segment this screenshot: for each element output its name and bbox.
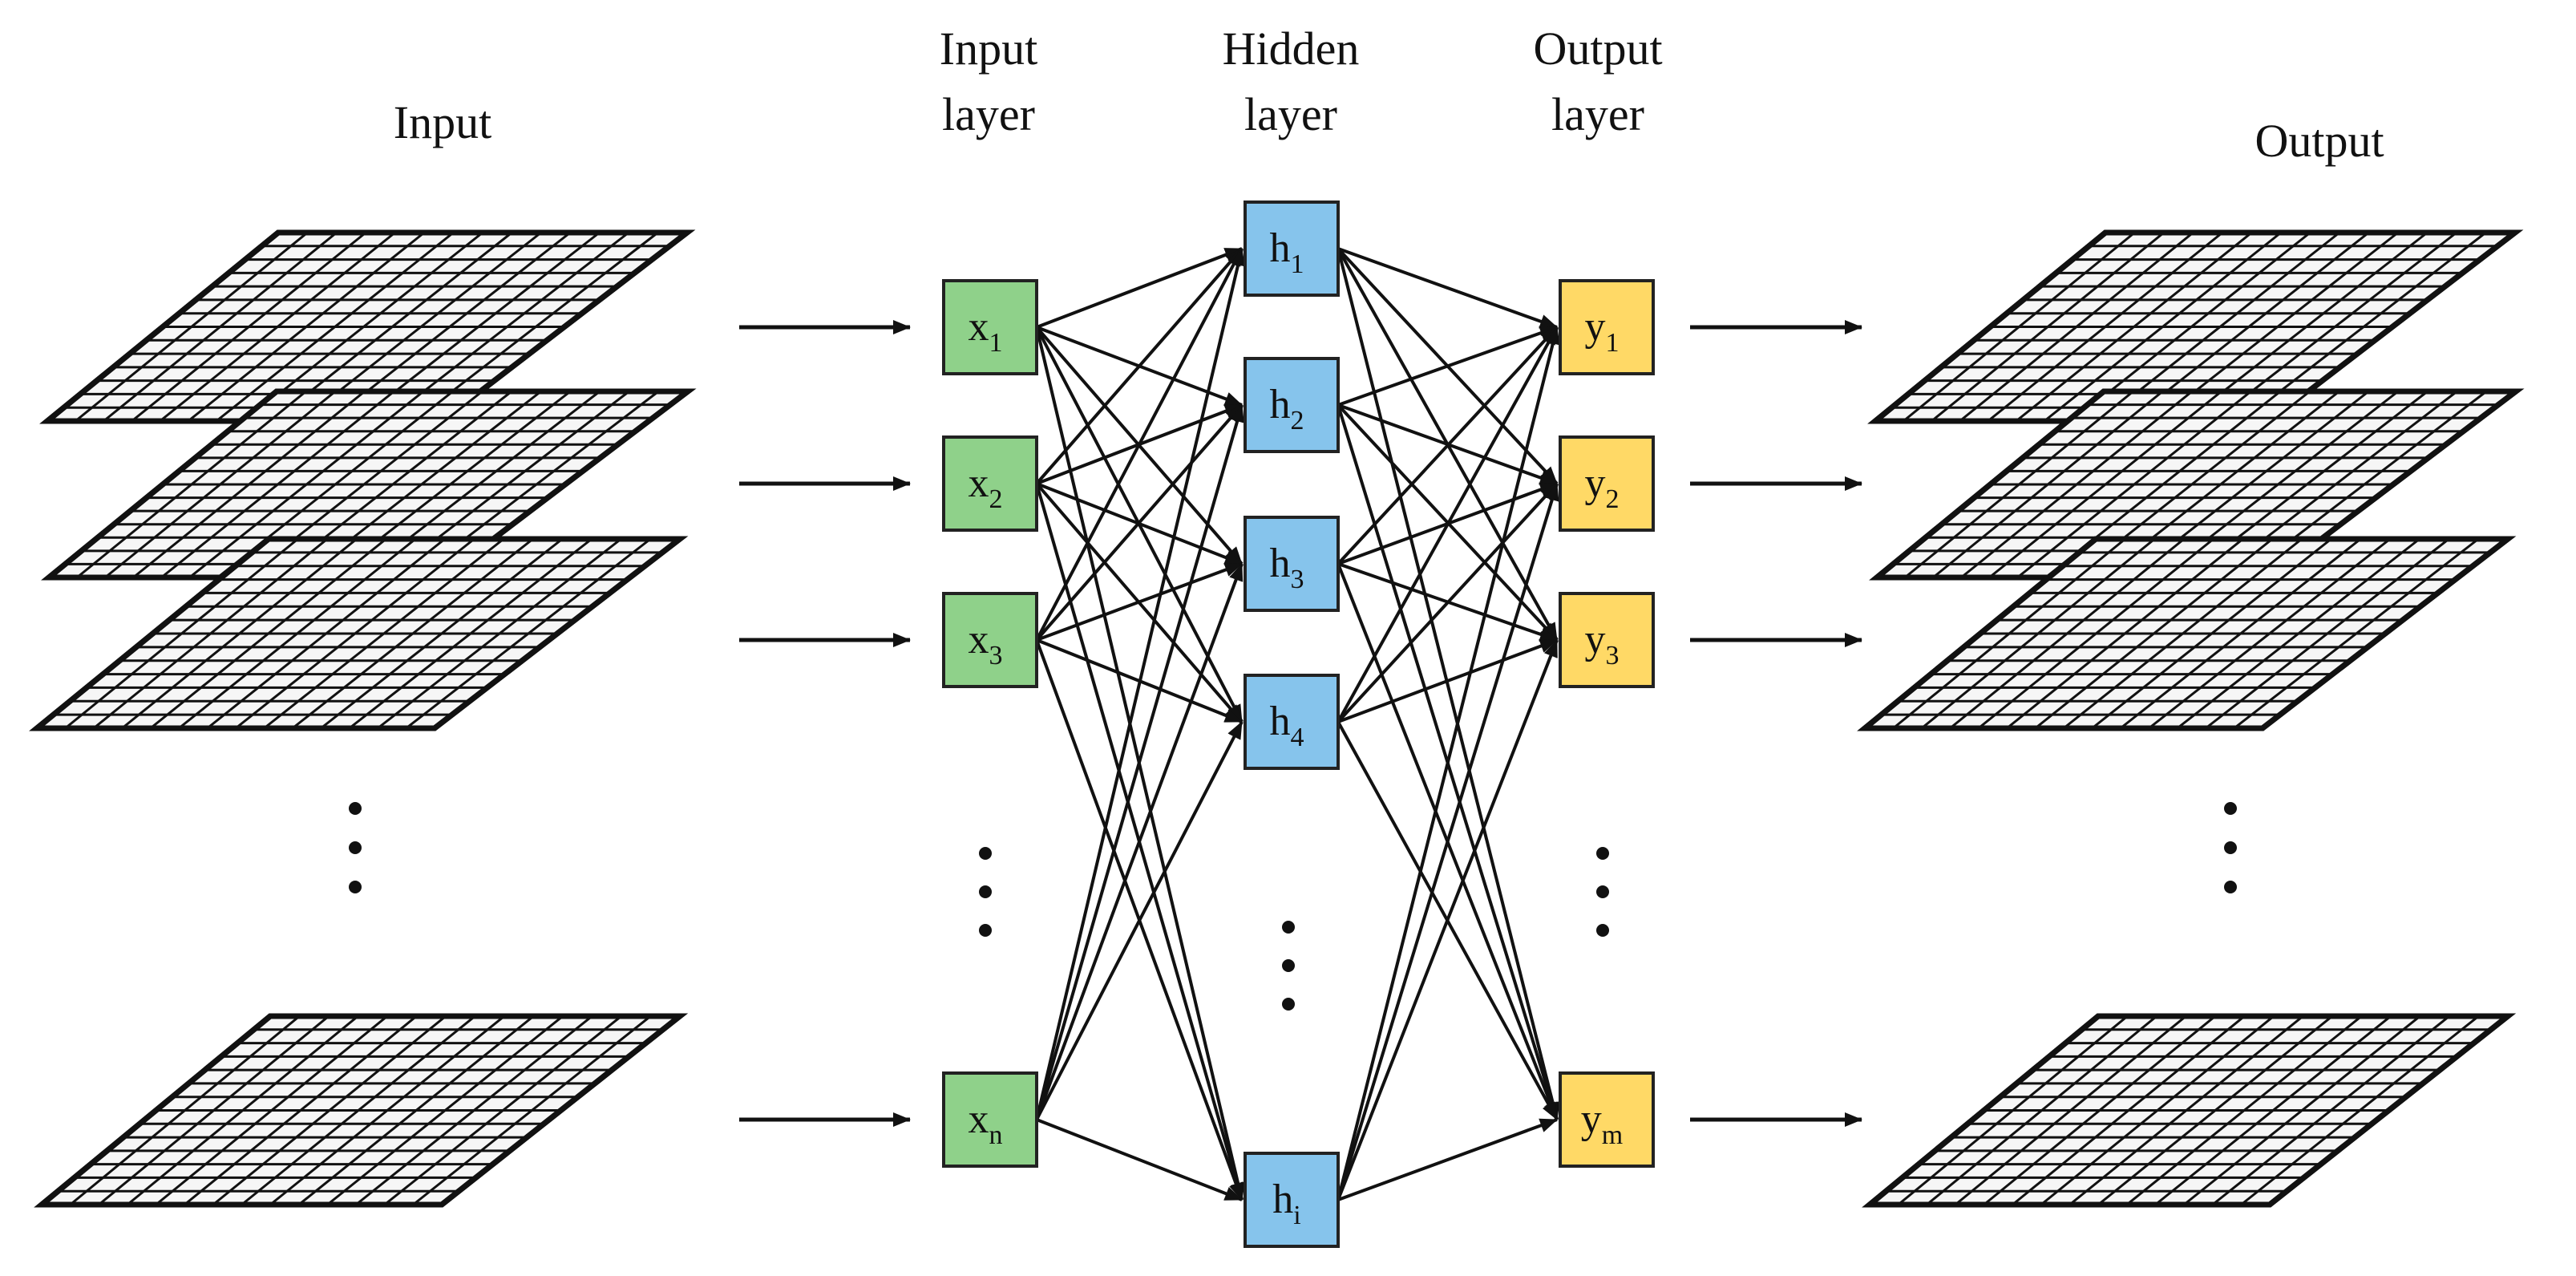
output-node-y2: y2 xyxy=(1559,435,1655,532)
svg-text:ym: ym xyxy=(1581,1096,1623,1150)
svg-text:y3: y3 xyxy=(1585,617,1620,670)
svg-text:h2: h2 xyxy=(1270,382,1304,435)
input-grid-stack xyxy=(29,229,697,1208)
svg-text:y2: y2 xyxy=(1585,460,1620,514)
hidden-layer-title-line2: layer xyxy=(1244,88,1337,140)
hidden-output-connection xyxy=(1337,248,1560,1120)
hidden-output-connection xyxy=(1337,1118,1558,1201)
input-layer-ellipsis xyxy=(979,847,992,937)
svg-text:x3: x3 xyxy=(969,617,1003,670)
output-node-ym: ym xyxy=(1559,1071,1655,1168)
input-stack-ellipsis xyxy=(349,802,362,893)
output-layer-ellipsis xyxy=(1596,847,1609,937)
svg-text:h4: h4 xyxy=(1270,699,1304,752)
input-hidden-connection xyxy=(1035,721,1244,1120)
network-connections xyxy=(1035,247,1560,1201)
input-hidden-connection xyxy=(1035,403,1244,642)
svg-text:x2: x2 xyxy=(969,460,1003,514)
network-nodes: x1 x2 x3 xn h1 h2 h3 h4 hi y1 y2 y3 ym xyxy=(942,201,1655,1248)
input-hidden-connection xyxy=(1035,248,1245,1120)
input-hidden-connection xyxy=(1035,248,1244,641)
hidden-output-connection xyxy=(1337,247,1558,329)
hidden-layer-title-line1: Hidden xyxy=(1223,22,1360,75)
hidden-output-connection xyxy=(1337,638,1558,723)
hidden-output-connection xyxy=(1337,326,1558,407)
hidden-layer-ellipsis xyxy=(1282,921,1295,1011)
input-hidden-connection xyxy=(1035,247,1244,485)
input-hidden-connection xyxy=(1036,562,1243,642)
svg-text:y1: y1 xyxy=(1585,304,1620,358)
input-title: Input xyxy=(394,96,491,148)
output-title: Output xyxy=(2255,115,2384,167)
hidden-node-h3: h3 xyxy=(1244,516,1340,612)
hidden-output-connection xyxy=(1337,639,1559,1201)
input-node-x2: x2 xyxy=(942,435,1038,532)
input-layer-title-line1: Input xyxy=(940,22,1037,75)
input-hidden-connection xyxy=(1036,247,1243,329)
output-node-y3: y3 xyxy=(1559,592,1655,688)
svg-text:h1: h1 xyxy=(1270,225,1304,279)
svg-text:hi: hi xyxy=(1272,1177,1300,1230)
hidden-output-connection xyxy=(1337,326,1559,565)
svg-text:h3: h3 xyxy=(1270,541,1304,594)
hidden-node-hi: hi xyxy=(1244,1152,1340,1248)
output-layer-title-line2: layer xyxy=(1551,88,1644,140)
input-grid-plane xyxy=(29,536,689,731)
output-grid-plane xyxy=(1857,536,2517,731)
output-grid-plane xyxy=(1862,1013,2517,1208)
hidden-node-h2: h2 xyxy=(1244,357,1340,453)
hidden-node-h1: h1 xyxy=(1244,201,1340,297)
output-grid-stack xyxy=(1857,229,2525,1208)
input-node-x3: x3 xyxy=(942,592,1038,688)
input-hidden-connection xyxy=(1035,404,1244,1120)
hidden-output-connection xyxy=(1337,326,1559,723)
input-grid-plane xyxy=(34,1013,689,1208)
svg-text:xn: xn xyxy=(969,1096,1003,1150)
hidden-node-h4: h4 xyxy=(1244,674,1340,770)
hidden-output-connection xyxy=(1337,482,1559,723)
input-node-x1: x1 xyxy=(942,279,1038,375)
input-hidden-connection xyxy=(1035,563,1244,1120)
input-node-xn: xn xyxy=(942,1071,1038,1168)
hidden-output-connection xyxy=(1337,326,1560,1201)
svg-text:x1: x1 xyxy=(969,304,1003,358)
hidden-output-connection xyxy=(1337,483,1559,1201)
output-node-y1: y1 xyxy=(1559,279,1655,375)
output-layer-title-line1: Output xyxy=(1533,22,1662,75)
output-stack-ellipsis xyxy=(2224,802,2237,893)
input-layer-title-line2: layer xyxy=(942,88,1035,140)
input-hidden-connection xyxy=(1036,1118,1243,1201)
io-arrows xyxy=(739,320,1862,1127)
